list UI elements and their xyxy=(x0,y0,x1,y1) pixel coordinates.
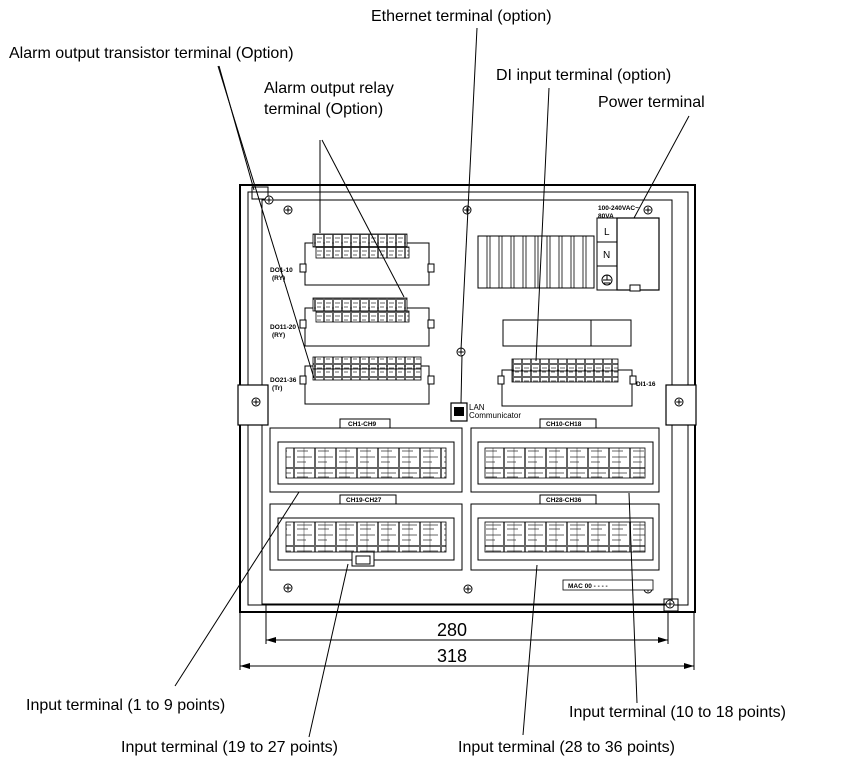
callout-input-1-9: Input terminal (1 to 9 points) xyxy=(26,697,226,714)
leader-lines xyxy=(174,27,690,738)
dimension-280: 280 xyxy=(437,620,467,640)
power-terminal xyxy=(596,217,660,292)
dimension-lines xyxy=(239,604,695,670)
mac-label-plate xyxy=(562,579,654,591)
option-slot-covers xyxy=(502,319,632,347)
do-1-10-terminal xyxy=(299,233,435,286)
lan-label-1: LAN xyxy=(469,403,485,412)
ch-28-36-label: CH28-CH36 xyxy=(546,497,582,504)
do-11-20-sub-label: (RY) xyxy=(272,332,285,339)
callout-alarm-transistor: Alarm output transistor terminal (Option… xyxy=(9,45,294,62)
input-block-ch1-9 xyxy=(269,418,463,493)
mac-label: MAC 00 - - - - xyxy=(568,583,608,590)
power-N-label: N xyxy=(603,250,610,261)
lan-port xyxy=(450,402,468,422)
di-input-terminal xyxy=(497,358,637,407)
power-L-label: L xyxy=(604,227,610,238)
di-range-label: DI1-16 xyxy=(636,381,656,388)
power-rating-1: 100-240VAC~ xyxy=(598,205,639,212)
heat-sink xyxy=(477,235,595,289)
input-block-ch10-18 xyxy=(470,418,660,493)
lan-label-2: Communicator xyxy=(469,411,521,420)
dimension-318: 318 xyxy=(437,646,467,666)
do-1-10-sub-label: (RY) xyxy=(272,275,285,282)
input-block-ch19-27 xyxy=(269,494,463,571)
callout-ethernet: Ethernet terminal (option) xyxy=(371,8,552,25)
callout-alarm-relay-line1: Alarm output relay xyxy=(264,80,394,97)
ch-1-9-label: CH1-CH9 xyxy=(348,421,377,428)
callout-alarm-relay-line2: terminal (Option) xyxy=(264,101,384,118)
left-mounting-bracket xyxy=(237,384,269,426)
do-21-36-sub-label: (Tr) xyxy=(272,385,282,392)
do-21-36-terminal xyxy=(299,356,435,405)
power-rating-2: 80VA xyxy=(598,213,614,220)
callout-di-input: DI input terminal (option) xyxy=(496,67,672,84)
callout-power: Power terminal xyxy=(598,94,705,111)
ch-19-27-label: CH19-CH27 xyxy=(346,497,382,504)
right-mounting-bracket xyxy=(665,384,697,426)
callout-input-10-18: Input terminal (10 to 18 points) xyxy=(569,704,787,721)
dimension-arrows xyxy=(240,637,694,669)
do-1-10-label: DO1-10 xyxy=(270,267,293,274)
do-11-20-label: DO11-20 xyxy=(270,324,296,331)
callout-input-28-36: Input terminal (28 to 36 points) xyxy=(458,739,676,756)
ch-10-18-label: CH10-CH18 xyxy=(546,421,582,428)
callout-input-19-27: Input terminal (19 to 27 points) xyxy=(121,739,339,756)
do-11-20-terminal xyxy=(299,297,435,347)
input-block-ch28-36 xyxy=(470,494,660,571)
do-21-36-label: DO21-36 xyxy=(270,377,297,384)
